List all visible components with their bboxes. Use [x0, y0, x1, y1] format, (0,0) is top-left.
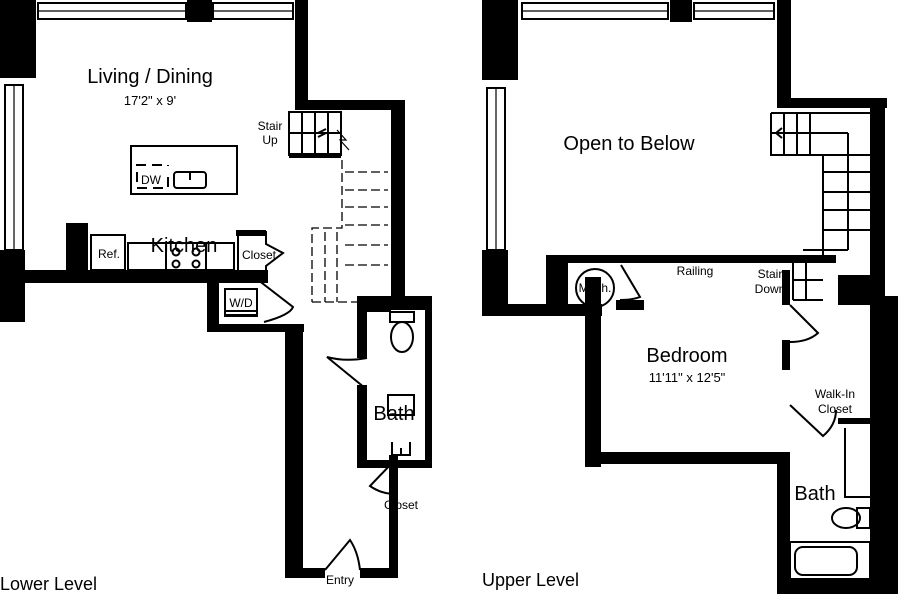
- closet-kitchen-label: Closet: [242, 248, 277, 262]
- room-name-open-to-below: Open to Below: [563, 133, 695, 155]
- closet-entry-label: Closet: [384, 498, 419, 512]
- stair-arrow-icon: [775, 127, 783, 139]
- stair-up: [288, 111, 388, 303]
- stair-down-label-1: Stair: [758, 267, 783, 281]
- entry-label: Entry: [326, 573, 354, 587]
- bath-door: [789, 404, 837, 438]
- room-dimensions-bedroom: 11'11" x 12'5": [649, 370, 726, 385]
- lower-windows: [4, 2, 294, 251]
- ref-label: Ref.: [98, 247, 120, 261]
- room-name-upper-bath: Bath: [794, 483, 835, 505]
- upper-walls: [482, 0, 898, 594]
- stair-down: [770, 112, 870, 301]
- lower-level: [0, 0, 432, 578]
- dw-label: DW: [141, 173, 162, 187]
- kitchen-fixtures: [90, 145, 295, 323]
- room-name-kitchen: Kitchen: [151, 235, 218, 257]
- washer-dryer: [224, 288, 258, 317]
- upper-windows: [486, 2, 775, 251]
- stair-arrow-icon: [317, 128, 327, 138]
- walk-in-label-2: Closet: [818, 402, 853, 416]
- wd-door: [259, 282, 295, 323]
- toilet-icon: [390, 321, 414, 353]
- bathtub: [789, 541, 871, 581]
- mech-unit: [575, 268, 615, 308]
- bath-door: [326, 356, 368, 389]
- toilet-icon: [831, 507, 861, 529]
- mech-door: [619, 264, 642, 301]
- stair-up-label-1: Stair: [258, 119, 283, 133]
- upper-level: [482, 0, 898, 594]
- entry-door: [324, 538, 361, 571]
- room-name-lower-bath: Bath: [373, 403, 414, 425]
- upper-level-title: Upper Level: [482, 570, 579, 590]
- room-dimensions-living-dining: 17'2" x 9': [124, 93, 176, 108]
- room-name-living-dining: Living / Dining: [87, 66, 213, 88]
- walk-in-label-1: Walk-In: [815, 387, 855, 401]
- stair-up-label-2: Up: [262, 133, 278, 147]
- lower-walls: [0, 0, 432, 578]
- wd-label: W/D: [229, 296, 253, 310]
- room-name-bedroom: Bedroom: [646, 345, 727, 367]
- labels: Living / Dining 17'2" x 9' Kitchen Stair…: [0, 66, 855, 594]
- walk-in-door: [789, 304, 820, 343]
- vanity-sink: [387, 394, 415, 416]
- upper-fixtures: [575, 264, 871, 581]
- refrigerator: [90, 234, 126, 271]
- mech-label: Mech.: [579, 281, 612, 295]
- stair-down-label-2: Down: [755, 282, 786, 296]
- lower-level-title: Lower Level: [0, 574, 97, 594]
- railing-label: Railing: [677, 264, 714, 278]
- entry-closet-door: [368, 461, 394, 495]
- kitchen-island: [130, 145, 238, 195]
- closet-kitchen: [237, 231, 285, 272]
- lower-bath-fixtures: [324, 311, 415, 571]
